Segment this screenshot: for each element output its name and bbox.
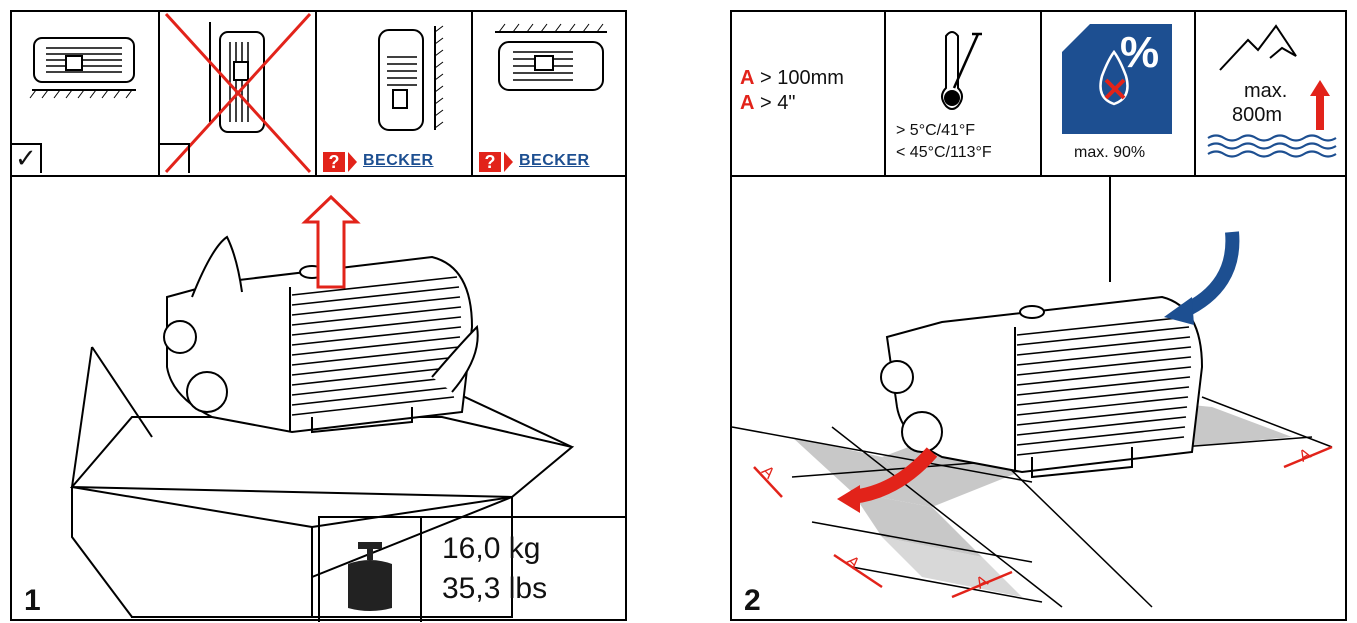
weight-kg: 16,0 kg xyxy=(442,532,541,565)
temperature-min: > 5°C/41°F xyxy=(896,122,976,139)
altitude-line-2: 800m xyxy=(1232,104,1283,126)
thermometer-icon xyxy=(941,31,982,110)
step-2-panel: A > 100mm A > 4" > 5°C/41°F < 45°C/113°F… xyxy=(730,10,1347,621)
clearance-value-in: > 4" xyxy=(754,92,796,114)
percent-symbol: % xyxy=(1120,28,1160,77)
divider xyxy=(1194,12,1196,175)
chevron-icon xyxy=(348,152,357,172)
checkbox-unchecked xyxy=(160,143,190,173)
altitude-line-1: max. xyxy=(1244,80,1288,102)
clearance-cell: A > 100mm A > 4" xyxy=(732,12,884,175)
divider xyxy=(420,516,422,622)
temperature-cell: > 5°C/41°F < 45°C/113°F xyxy=(886,12,1040,175)
question-icon: ? xyxy=(323,152,345,172)
divider xyxy=(158,12,160,175)
humidity-icon xyxy=(1062,24,1172,134)
weight-lbs: 35,3 lbs xyxy=(442,572,548,605)
chevron-icon xyxy=(504,152,513,172)
clearance-letter: A xyxy=(740,67,755,89)
pump-vertical-wall-icon xyxy=(164,12,312,174)
humidity-label: max. 90% xyxy=(1074,144,1146,161)
humidity-cell: % max. 90% xyxy=(1042,12,1194,175)
panel1-header-divider xyxy=(12,175,625,177)
checkbox-checked: ✓ xyxy=(12,143,42,173)
weight-icon xyxy=(348,542,392,611)
divider xyxy=(318,516,320,622)
becker-logo: BECKER xyxy=(363,152,434,169)
step-number: 1 xyxy=(24,584,41,617)
clearance-value-mm: > 100mm xyxy=(754,67,844,89)
divider xyxy=(471,12,473,175)
orientation-ceiling-ask-cell: ? BECKER xyxy=(473,12,627,175)
step-1-panel: ✓ ? BECKER xyxy=(10,10,627,622)
question-icon: ? xyxy=(479,152,501,172)
clearance-line-1: A > 100mm xyxy=(740,67,844,89)
pump-clearance-illustration xyxy=(731,177,1333,608)
pump-horizontal-icon xyxy=(29,37,136,99)
pump-vertical-icon xyxy=(378,25,444,131)
divider xyxy=(884,12,886,175)
panel2-header-divider xyxy=(732,175,1345,177)
orientation-horizontal-cell: ✓ xyxy=(12,12,158,175)
clearance-letter: A xyxy=(740,92,755,114)
becker-logo: BECKER xyxy=(519,152,590,169)
mountain-icon xyxy=(1207,24,1337,158)
temperature-max: < 45°C/113°F xyxy=(896,144,992,161)
lift-pump-from-box-illustration xyxy=(69,194,575,618)
divider xyxy=(318,516,627,518)
altitude-cell: max. 800m xyxy=(1196,12,1345,175)
divider xyxy=(315,12,317,175)
divider xyxy=(1040,12,1042,175)
step-number: 2 xyxy=(744,584,761,617)
orientation-vertical-forbidden-cell xyxy=(160,12,315,175)
pump-ceiling-icon xyxy=(495,23,607,91)
lift-arrow-icon xyxy=(301,194,361,289)
orientation-vertical-ask-cell: ? BECKER xyxy=(317,12,471,175)
clearance-line-2: A > 4" xyxy=(740,92,795,114)
check-icon: ✓ xyxy=(15,143,37,173)
